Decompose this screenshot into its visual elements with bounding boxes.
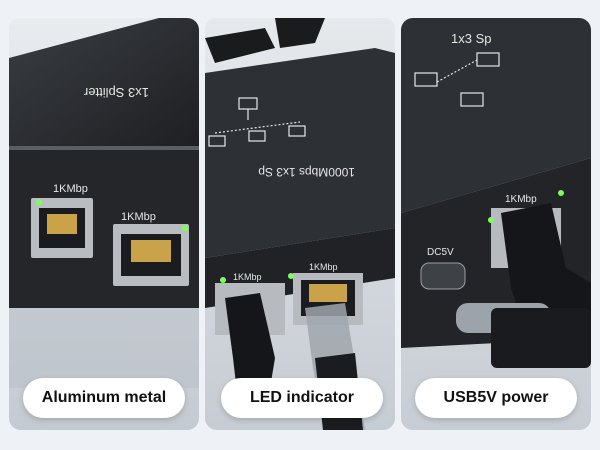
caption-pill: Aluminum metal <box>23 378 185 418</box>
network-tree-icon <box>414 52 500 107</box>
network-tree-icon <box>208 97 306 147</box>
led-icon <box>182 225 188 231</box>
caption-text: LED indicator <box>249 389 354 406</box>
port-label: 1KMbp <box>121 211 156 223</box>
led-icon <box>488 217 494 223</box>
led-icon <box>220 277 226 283</box>
port-label: 1KMbp <box>233 272 262 282</box>
power-label: DC5V <box>427 247 454 258</box>
panel-usb5v-power: 1x3 Sp DC5V 1KMbp USB5V power <box>401 18 591 430</box>
port-label: 1KMbp <box>505 194 537 205</box>
device-label: 1x3 Splitter <box>83 85 149 100</box>
led-icon <box>288 273 294 279</box>
panel-led-indicator: 1000Mbps 1x3 Sp 1KMbp 1KMbp LED indicato… <box>205 18 395 430</box>
splitter-cables-photo: 1000Mbps 1x3 Sp 1KMbp 1KMbp <box>205 18 395 430</box>
device-label: 1000Mbps 1x3 Sp <box>258 165 355 179</box>
caption-text: USB5V power <box>443 389 549 406</box>
led-icon <box>558 190 564 196</box>
splitter-power-photo: 1x3 Sp DC5V 1KMbp <box>401 18 591 430</box>
splitter-front-photo: 1x3 Splitter 1KMbp 1KMbp <box>9 18 199 430</box>
device-label: 1x3 Sp <box>451 31 491 46</box>
led-icon <box>36 199 42 205</box>
port-label: 1KMbp <box>309 262 338 272</box>
caption-pill: USB5V power <box>415 378 577 418</box>
port-label: 1KMbp <box>53 183 88 195</box>
caption-pill: LED indicator <box>221 378 383 418</box>
panel-aluminum-metal: 1x3 Splitter 1KMbp 1KMbp Aluminum metal <box>9 18 199 430</box>
caption-text: Aluminum metal <box>41 389 167 406</box>
